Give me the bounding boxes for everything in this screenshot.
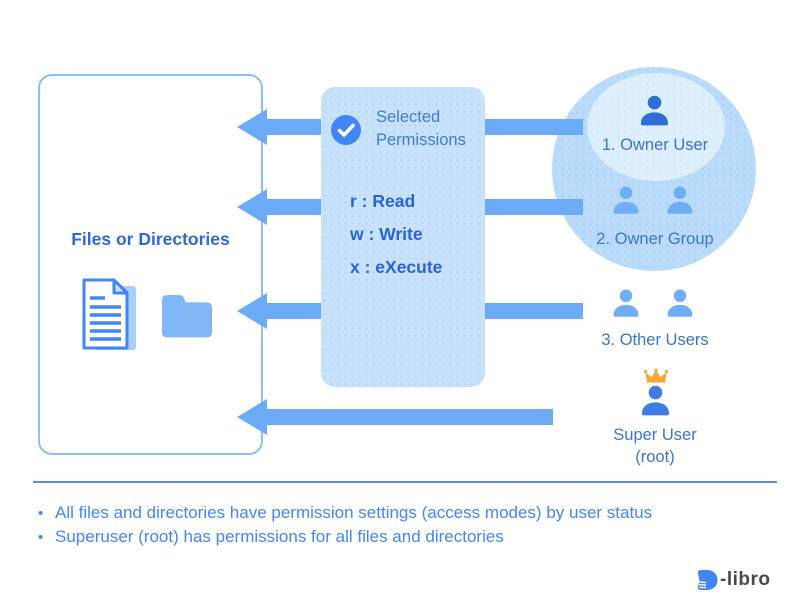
owner-group-icons (609, 184, 697, 218)
user-icon (663, 184, 697, 218)
user-icon (609, 184, 643, 218)
super-user-icon (637, 383, 674, 420)
divider-line (33, 481, 777, 483)
selected-permissions-title: Selected Permissions (376, 108, 466, 149)
dlibro-logo-icon (697, 570, 718, 590)
selected-permissions-box: Selected Permissions r : Read w : Write … (321, 87, 485, 387)
other-users-label: 3. Other Users (601, 331, 709, 349)
checkmark-circle-icon (331, 115, 361, 145)
super-user-label: Super User (root) (613, 426, 697, 466)
document-icon (82, 278, 136, 350)
permission-execute: x : eXecute (350, 257, 443, 277)
files-directories-title: Files or Directories (71, 229, 230, 249)
user-icon (663, 287, 697, 321)
bullet-dot: • (38, 529, 44, 546)
arrow-super-user (237, 399, 553, 435)
note-line: • All files and directories have permiss… (38, 501, 778, 525)
permission-write: w : Write (350, 224, 423, 244)
bullet-dot: • (38, 505, 44, 522)
notes-section: • All files and directories have permiss… (38, 501, 778, 549)
permission-read: r : Read (350, 191, 416, 211)
owner-user-icon (636, 93, 673, 130)
other-users-icons (609, 287, 697, 321)
user-icon (609, 287, 643, 321)
note-text: All files and directories have permissio… (55, 503, 653, 522)
owner-user-label: 1. Owner User (601, 136, 709, 154)
note-text: Superuser (root) has permissions for all… (55, 527, 504, 546)
owner-user-circle (587, 73, 725, 181)
note-line: • Superuser (root) has permissions for a… (38, 525, 778, 549)
dlibro-logo-text: -libro (720, 569, 771, 590)
crown-icon (643, 368, 669, 383)
files-directories-box: Files or Directories (38, 74, 263, 455)
permissions-list: r : Read w : Write x : eXecute (350, 185, 442, 284)
folder-icon (162, 295, 212, 338)
dlibro-logo: -libro (695, 568, 771, 592)
owner-group-label: 2. Owner Group (596, 230, 714, 248)
